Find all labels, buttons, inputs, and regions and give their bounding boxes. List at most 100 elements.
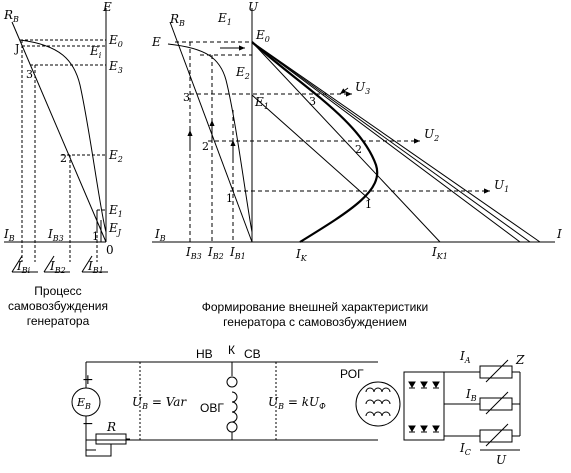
left-e2-label: E2 — [108, 148, 123, 164]
load-z-c-arrow — [485, 423, 509, 447]
right-point-2b: 2 — [355, 143, 362, 156]
left-graph — [4, 8, 108, 273]
rog-generator — [355, 381, 401, 427]
load-z-b-arrow — [485, 391, 509, 415]
circuit — [71, 359, 521, 457]
ovg-label: ОВГ — [200, 401, 224, 415]
right-caption-line-2: генератора с самовозбуждением — [223, 315, 407, 329]
left-e-axis-label: E — [102, 0, 112, 14]
plus-label: + — [82, 372, 94, 388]
rog-winding-2 — [365, 399, 391, 405]
right-e1-top-label: E1 — [217, 11, 232, 27]
right-point-1b: 1 — [365, 198, 372, 211]
left-ej-label: EJ — [108, 221, 122, 237]
ovg-winding — [231, 391, 238, 423]
ovg-terminal — [226, 421, 238, 433]
left-zero-label: 0 — [106, 243, 114, 257]
rectifier-bridge — [403, 371, 445, 441]
right-caption: Формирование внешней характеристики гене… — [170, 300, 460, 330]
load-z-a-arrow — [485, 359, 509, 383]
left-point-j: J — [14, 42, 19, 55]
right-labels: RB E E1 U E0 E2 E1 3 2 1 3 2 1 U3 U2 U1 … — [151, 0, 562, 263]
right-graph — [152, 8, 555, 243]
right-ib-label: IB — [154, 227, 166, 243]
right-point-1a: 1 — [226, 192, 233, 205]
diode-2 — [420, 381, 428, 389]
sv-label: СВ — [244, 347, 261, 361]
right-caption-line-1: Формирование внешней характеристики — [201, 300, 429, 314]
nv-label: НВ — [196, 347, 213, 361]
diode-4 — [408, 425, 416, 433]
right-u2-label: U2 — [424, 127, 439, 143]
ub-var-label: UB = Var — [132, 395, 187, 411]
right-rb-label: RB — [169, 12, 185, 28]
ib-label: IB — [465, 387, 477, 403]
minus-label: − — [82, 416, 94, 432]
right-e0-label: E0 — [255, 28, 270, 44]
right-ib2-label: IB2 — [207, 245, 224, 261]
circuit-labels: НВ К СВ + − EB R UB = Var ОВГ UB = kUФ Р… — [76, 343, 525, 467]
right-u3-arrow — [339, 87, 349, 95]
left-e0-label: E0 — [108, 33, 123, 49]
left-ib2-label: IB2 — [49, 259, 66, 275]
left-ib1-label: IB1 — [87, 259, 104, 275]
right-e1-label: E1 — [254, 95, 269, 111]
right-point-3b: 3 — [309, 95, 316, 108]
left-caption-line-1: Процесс — [34, 284, 82, 298]
switch-k — [226, 376, 238, 388]
left-ib-label: IB — [3, 227, 15, 243]
rog-winding-1 — [365, 387, 391, 393]
right-load-line-4 — [251, 41, 541, 243]
left-point-1: 1 — [92, 230, 99, 243]
right-u-axis-label: U — [248, 0, 259, 14]
right-e-label: E — [151, 35, 161, 49]
r-label: R — [106, 420, 116, 434]
right-ib3-label: IB3 — [185, 245, 202, 261]
right-magnetization-curve — [167, 43, 253, 233]
resistor-r — [95, 433, 127, 445]
right-load-line-3 — [251, 41, 531, 243]
left-magnetization-curve — [19, 39, 107, 233]
left-slant-3 — [81, 255, 93, 273]
right-ik1-label: IK1 — [431, 245, 448, 261]
left-point-2: 2 — [60, 152, 67, 165]
right-point-3a: 3 — [183, 91, 190, 104]
left-ei-label: Ei — [89, 44, 102, 60]
u-label: U — [496, 453, 507, 467]
left-slant-1 — [11, 255, 23, 273]
diode-5 — [420, 425, 428, 433]
left-ib3-label: IB3 — [47, 227, 64, 243]
right-external-characteristic — [251, 41, 379, 243]
left-ibi-label: IBi — [16, 259, 31, 275]
diode-3 — [432, 381, 440, 389]
left-rb-label: RB — [3, 8, 19, 24]
right-load-line-1 — [251, 41, 441, 243]
left-caption-line-3: генератора — [26, 314, 90, 328]
left-labels: RB E E0 Ei E3 E2 E1 EJ 0 J 3 2 1 IB IB3 … — [3, 0, 123, 275]
diode-1 — [408, 381, 416, 389]
right-point-2a: 2 — [202, 140, 209, 153]
eb-label: EB — [76, 396, 91, 411]
ub-k-label: UB = kUФ — [268, 395, 326, 411]
rog-winding-3 — [365, 411, 391, 417]
rog-label: РОГ — [340, 367, 364, 381]
right-i-axis-label: I — [556, 227, 562, 241]
diode-6 — [432, 425, 440, 433]
left-slant-2 — [43, 255, 55, 273]
left-rb-line — [11, 21, 107, 243]
right-u1-label: U1 — [494, 178, 509, 194]
left-e1-label: E1 — [108, 203, 123, 219]
left-caption: Процесс самовозбуждения генератора — [2, 284, 114, 329]
k-label: К — [228, 343, 235, 357]
right-rb-line — [169, 21, 253, 243]
ia-label: IA — [459, 349, 471, 365]
ic-label: IC — [459, 441, 471, 457]
right-e2-label: E2 — [235, 65, 250, 81]
right-u3-label: U3 — [355, 80, 370, 96]
z-label: Z — [515, 353, 525, 367]
left-e3-label: E3 — [108, 59, 123, 75]
right-ib1-label: IB1 — [229, 245, 246, 261]
left-caption-line-2: самовозбуждения — [7, 299, 109, 313]
right-inner-line — [251, 94, 371, 201]
